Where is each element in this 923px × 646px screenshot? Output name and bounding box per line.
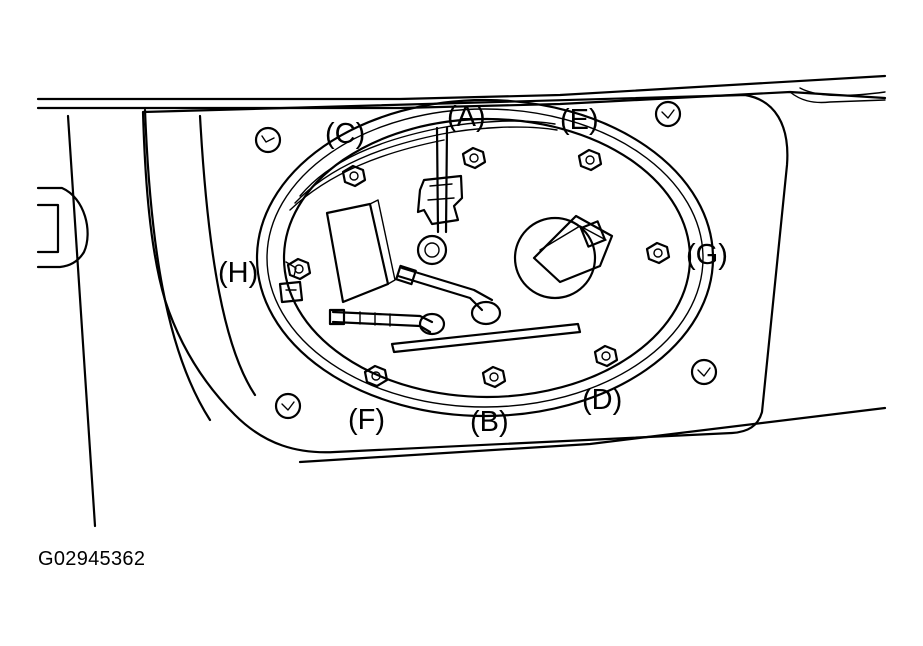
nut-icon (341, 164, 367, 188)
plate-screws (254, 100, 718, 420)
access-cover-plate (141, 93, 789, 454)
screw-icon (274, 392, 302, 420)
callout-b: (B) (470, 406, 509, 438)
callout-c: (C) (325, 118, 365, 150)
pump-components (278, 120, 614, 354)
screw-icon (654, 100, 682, 128)
nut-icon (481, 365, 507, 389)
screw-icon (254, 126, 282, 154)
callout-d: (D) (582, 384, 622, 416)
mounting-nuts (286, 146, 671, 389)
callout-h: (H) (218, 257, 258, 289)
callout-f: (F) (348, 404, 385, 436)
figure-code: G02945362 (38, 548, 146, 570)
gasket-rings (255, 98, 715, 418)
nut-icon (286, 257, 312, 281)
nut-icon (593, 344, 619, 368)
screw-icon (690, 358, 718, 386)
nut-icon (577, 148, 603, 172)
callout-e: (E) (560, 104, 599, 136)
callout-labels: (A) (B) (C) (D) (E) (F) (G) (H) (218, 101, 728, 438)
callout-g: (G) (686, 239, 728, 271)
callout-a: (A) (447, 101, 486, 133)
nut-icon (363, 364, 389, 388)
nut-icon (645, 241, 671, 265)
nut-icon (461, 146, 487, 170)
